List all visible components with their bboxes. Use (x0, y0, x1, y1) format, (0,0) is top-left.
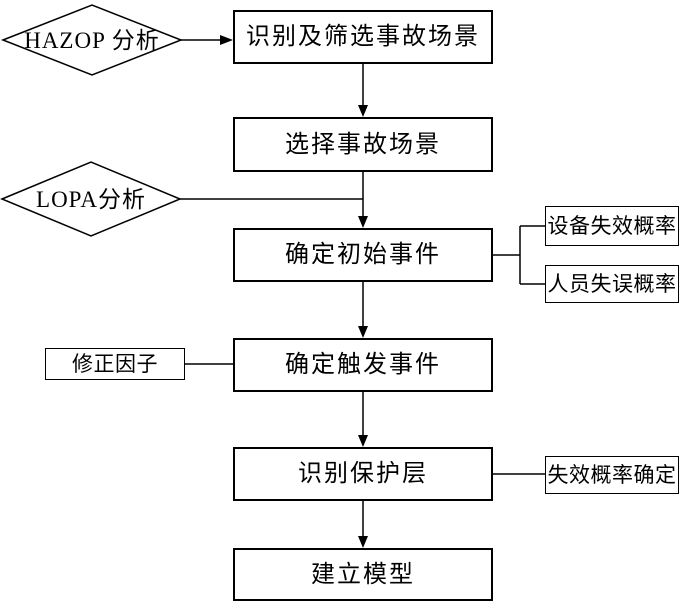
node-human-error-prob: 人员失误概率 (545, 265, 679, 303)
node-determine-initial-event: 确定初始事件 (233, 228, 493, 282)
select-scenario-label: 选择事故场景 (285, 131, 441, 158)
node-failure-prob-determination: 失效概率确定 (545, 456, 679, 494)
node-select-scenario: 选择事故场景 (233, 117, 493, 172)
determine-initial-event-label: 确定初始事件 (285, 242, 441, 268)
human-error-prob-label: 人员失误概率 (547, 271, 677, 296)
lopa-label: LOPA分析 (36, 186, 146, 212)
arrowhead-protect-model (358, 536, 368, 548)
arrowhead-select-initial (358, 216, 368, 228)
node-hazop-diamond: HAZOP 分析 (10, 22, 174, 58)
node-identify-screen-scenarios: 识别及筛选事故场景 (233, 10, 493, 64)
hazop-label: HAZOP 分析 (24, 27, 160, 53)
node-determine-trigger-event: 确定触发事件 (233, 338, 493, 392)
build-model-label: 建立模型 (311, 561, 415, 588)
determine-trigger-event-label: 确定触发事件 (285, 352, 441, 378)
node-correction-factor: 修正因子 (45, 348, 185, 380)
correction-factor-label: 修正因子 (72, 351, 158, 376)
arrowhead-identify-select (358, 105, 368, 117)
node-equipment-failure-prob: 设备失效概率 (545, 206, 679, 246)
arrowhead-initial-trigger (358, 326, 368, 338)
identify-screen-scenarios-label: 识别及筛选事故场景 (246, 24, 480, 50)
failure-prob-determination-label: 失效概率确定 (547, 462, 677, 487)
equipment-failure-prob-label: 设备失效概率 (547, 213, 677, 238)
node-lopa-diamond: LOPA分析 (9, 181, 173, 217)
node-build-model: 建立模型 (233, 548, 493, 601)
arrowhead-hazop-identify (220, 35, 233, 45)
node-identify-protection-layers: 识别保护层 (233, 447, 493, 501)
identify-protection-layers-label: 识别保护层 (298, 461, 428, 487)
arrowhead-trigger-protect (358, 435, 368, 447)
